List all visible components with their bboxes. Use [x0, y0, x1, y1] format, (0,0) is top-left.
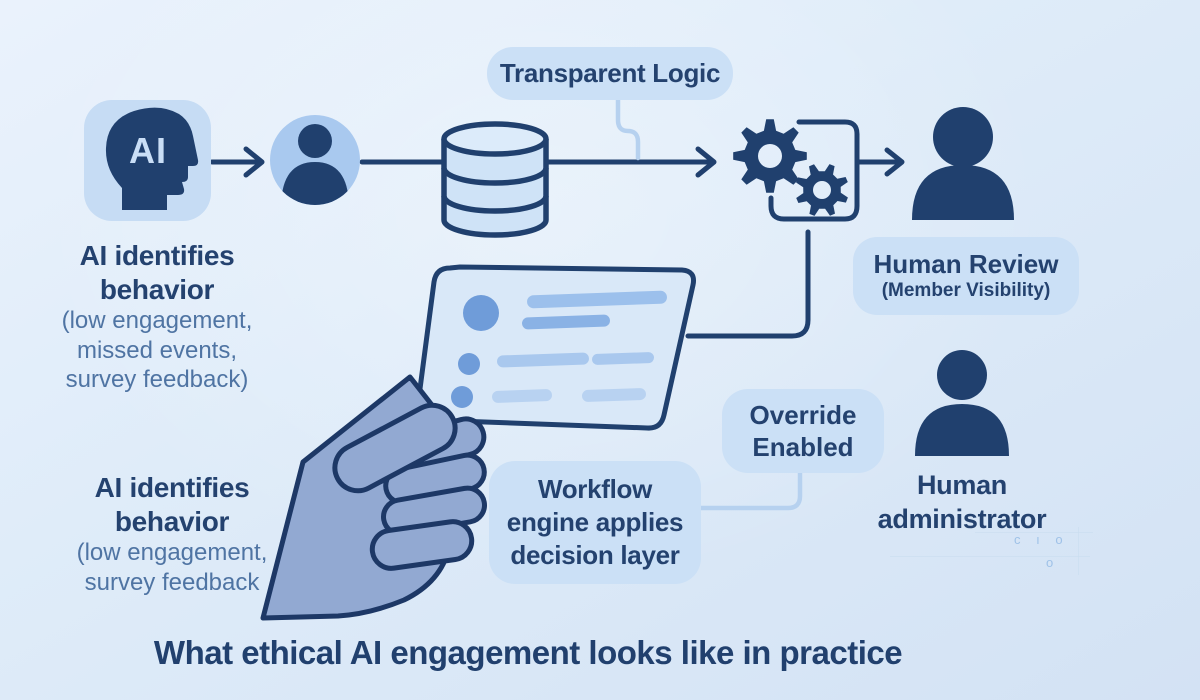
block1-sub3: survey feedback): [65, 366, 249, 394]
member-profile-card: [415, 264, 696, 431]
faint-sketch-mark: o: [1046, 555, 1054, 570]
ai-icon-label: AI: [129, 130, 167, 171]
override-line2: Enabled: [752, 432, 854, 462]
human-admin-line2: administrator: [877, 503, 1047, 534]
database-icon: [441, 121, 549, 238]
arrow-database-to-gears: [545, 146, 717, 178]
arrow-ai-to-person: [209, 146, 265, 178]
connector-transparent-logic: [615, 95, 641, 161]
bubble-workflow-engine: Workflow engine applies decision layer: [489, 461, 701, 584]
workflow-gears-icon: [733, 119, 860, 222]
ai-head-icon: AI: [84, 100, 211, 221]
large-gear: [733, 119, 807, 193]
label-ai-identifies-behavior-top: AI identifies behavior (low engagement, …: [28, 239, 286, 395]
workflow-line2: engine applies: [506, 507, 684, 538]
human-admin-line1: Human: [916, 470, 1007, 500]
hand-holding-card: [260, 374, 487, 621]
gear-frame: [768, 119, 860, 222]
override-line1: Override: [749, 399, 857, 430]
sketch-line: [975, 532, 1093, 533]
small-gear: [796, 164, 848, 216]
block1-sub1: (low engagement,: [61, 307, 253, 335]
person-avatar-icon: [270, 115, 360, 205]
connector-override-workflow: [697, 467, 803, 511]
bubble-transparent-logic: Transparent Logic: [487, 47, 733, 100]
label-human-administrator: Human administrator: [862, 469, 1062, 537]
block1-line2: behavior: [99, 273, 215, 305]
arrow-gears-to-reviewer: [855, 147, 905, 177]
sketch-line: [1078, 527, 1079, 575]
human-review-title: Human Review: [873, 249, 1059, 280]
person-silhouette-icon-admin: [915, 350, 1009, 456]
human-review-subtitle: (Member Visibility): [881, 280, 1051, 302]
block2-line1: AI identifies: [94, 472, 250, 503]
bubble-transparent-logic-label: Transparent Logic: [499, 58, 721, 88]
faint-sketch-marks: c ı o: [1014, 532, 1069, 547]
person-silhouette-icon-review: [912, 107, 1014, 220]
hand-thumb: [332, 402, 458, 494]
sketch-line: [890, 556, 1090, 557]
card-avatar-dot: [463, 295, 499, 331]
hand-finger: [369, 519, 475, 571]
page-title: What ethical AI engagement looks like in…: [153, 634, 903, 671]
label-ai-identifies-behavior-bottom: AI identifies behavior (low engagement, …: [43, 471, 301, 597]
block1-line1: AI identifies: [79, 240, 235, 271]
bubble-human-review: Human Review (Member Visibility): [853, 237, 1079, 315]
block2-sub2: survey feedback: [84, 568, 260, 596]
block1-sub2: missed events,: [76, 336, 238, 364]
workflow-line3: decision layer: [510, 539, 680, 570]
connector-gears-card: [685, 229, 811, 339]
workflow-line1: Workflow: [537, 474, 653, 505]
block2-line2: behavior: [114, 505, 230, 537]
block2-sub1: (low engagement,: [76, 539, 268, 567]
bubble-override-enabled: Override Enabled: [722, 389, 884, 473]
